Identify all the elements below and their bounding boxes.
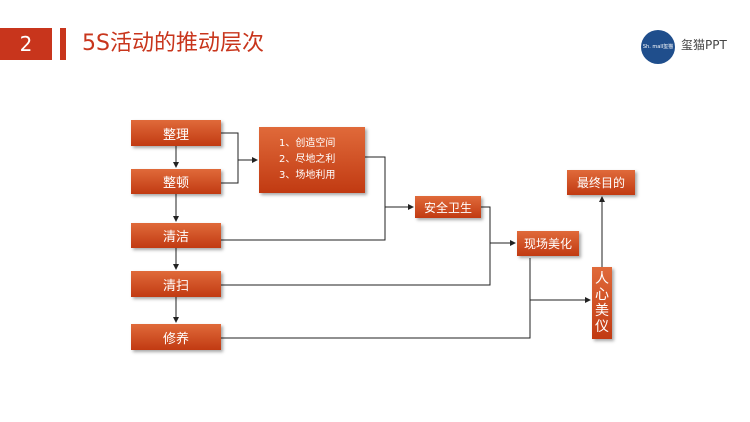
slide-title: 5S活动的推动层次 (82, 31, 264, 56)
node-renxin-char: 心 (595, 287, 609, 303)
node-anquan: 安全卫生 (415, 196, 481, 218)
logo-text: 玺猫PPT (681, 38, 727, 52)
slide-number: 2 (0, 28, 52, 60)
node-list: 1、创造空间 2、尽地之利 3、场地利用 (259, 127, 365, 193)
node-zhengdun: 整顿 (131, 169, 221, 194)
line-anquan-qingsao (221, 206, 491, 286)
node-zuizhong: 最终目的 (567, 170, 635, 195)
node-renxin: 人 心 美 仪 (592, 267, 612, 339)
list-item: 2、尽地之利 (279, 154, 336, 165)
node-xiuyang: 修养 (131, 324, 221, 350)
node-zhengli: 整理 (131, 120, 221, 146)
node-renxin-char: 仪 (595, 319, 609, 335)
node-xianchang: 现场美化 (517, 231, 579, 256)
node-qingjie: 清洁 (131, 223, 221, 248)
bracket-zhengli-zhengdun (221, 132, 239, 184)
node-renxin-char: 人 (595, 271, 609, 287)
logo-badge: Sh. mall玺猫 (641, 30, 675, 64)
list-item: 1、创造空间 (279, 138, 336, 149)
node-qingsao: 清扫 (131, 271, 221, 297)
header-accent-bar (60, 28, 66, 60)
node-renxin-char: 美 (595, 303, 609, 319)
line-list-qingjie (221, 156, 386, 241)
list-item: 3、场地利用 (279, 170, 336, 181)
line-xianchang-xiuyang (221, 258, 531, 339)
